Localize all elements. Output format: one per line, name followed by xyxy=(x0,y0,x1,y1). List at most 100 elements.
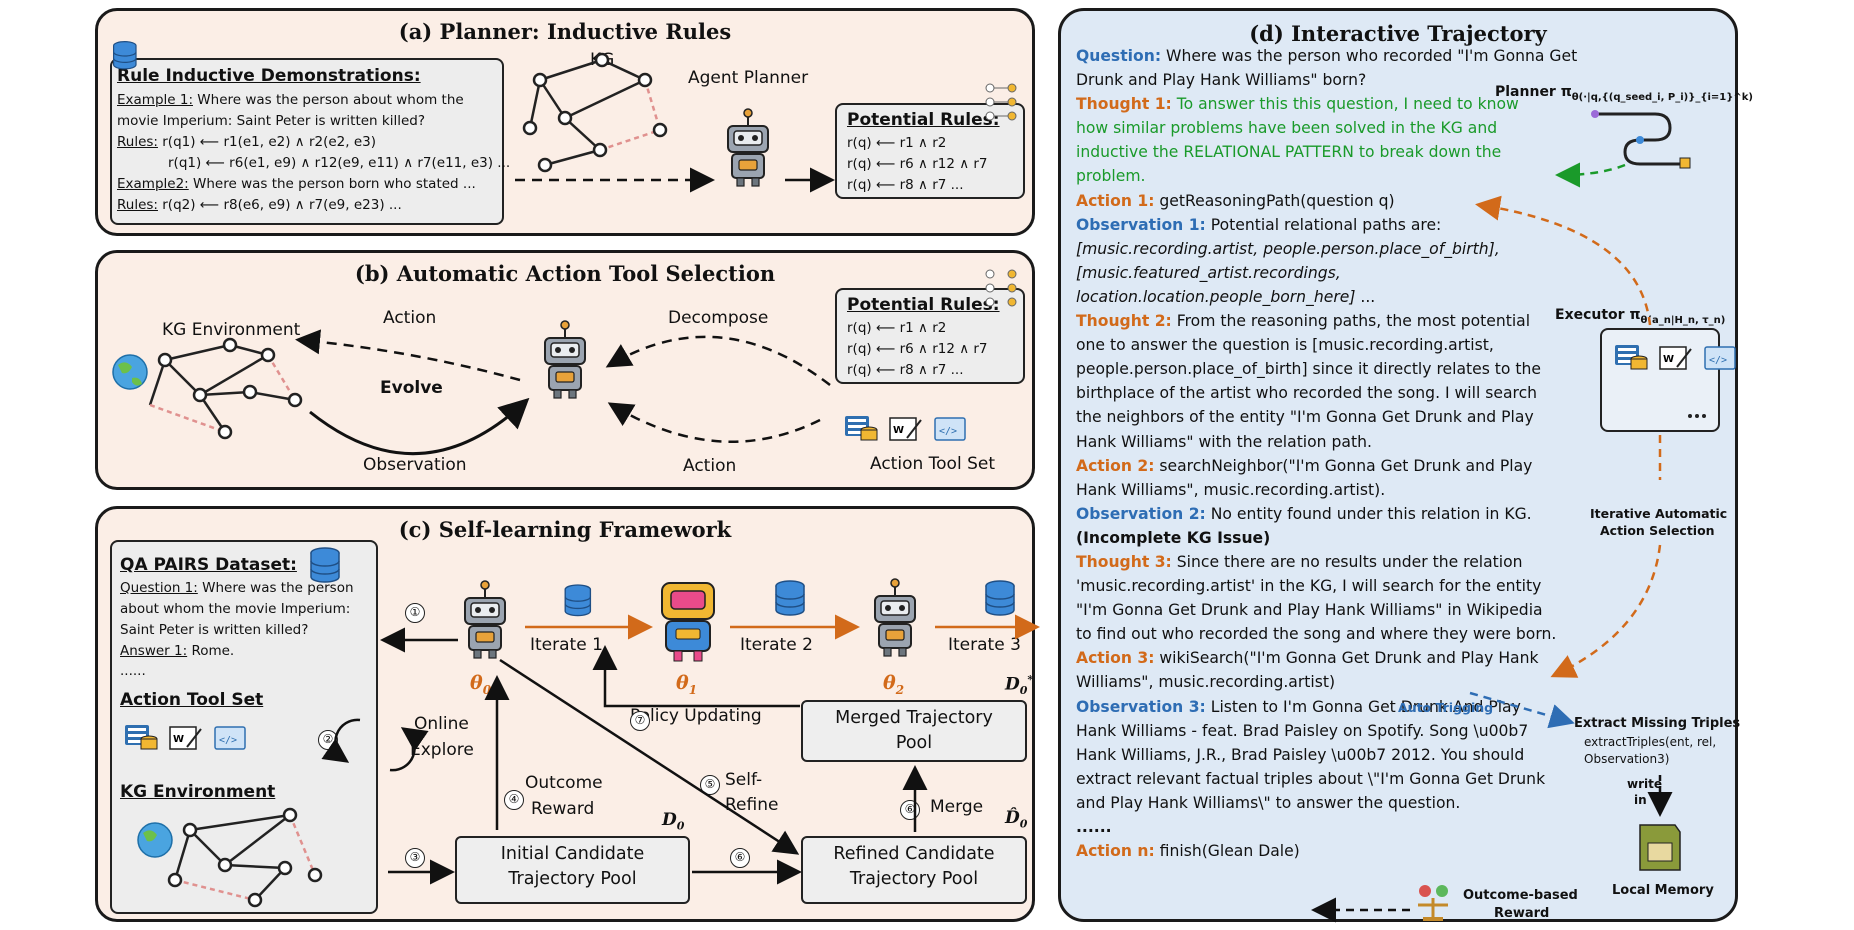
globe-icon-b xyxy=(112,354,148,390)
kg-graph-c xyxy=(173,813,317,902)
auto-trigging-label: Auto Trigging xyxy=(1398,700,1494,715)
toolset-icons-c xyxy=(124,724,246,750)
iterative-line2: Action Selection xyxy=(1600,523,1715,538)
executor-policy-formula: θ(a_n|H_n, τ_n) xyxy=(1640,314,1726,326)
more-tools-dots xyxy=(1688,414,1706,418)
observation2-label: Observation 2: xyxy=(1076,504,1206,523)
kg-environment-label: KG Environment xyxy=(162,320,301,340)
panel-a-title: (a) Planner: Inductive Rules xyxy=(398,19,732,44)
observation1-tail: ... xyxy=(1355,287,1376,306)
potential-rules-title-a: Potential Rules: xyxy=(847,110,1000,130)
explore-cycle-icon xyxy=(321,718,429,772)
action1-label: Action 1: xyxy=(1076,191,1155,210)
toolset-icons-b xyxy=(844,415,966,441)
executor-robot-icon-b xyxy=(544,320,586,399)
database-icon-iter3 xyxy=(985,580,1015,616)
merged-pool-line1: Merged Trajectory xyxy=(835,708,993,728)
planner-path-icon xyxy=(1591,110,1691,169)
action1-text: getReasoningPath(question q) xyxy=(1154,191,1395,210)
rule-demonstrations-box xyxy=(110,58,504,225)
observation3-text: Listen to I'm Gonna Get Drunk And Play H… xyxy=(1076,697,1546,812)
write-label: write xyxy=(1627,777,1662,791)
self-label: Self- xyxy=(725,770,763,790)
potential-rule-a-2: r(q) ⟵ r6 ∧ r12 ∧ r7 xyxy=(847,156,988,172)
actionn-label: Action n: xyxy=(1076,842,1155,861)
extract-missing-title: Extract Missing Triples xyxy=(1574,716,1741,731)
example2-text: Where was the person born who stated ... xyxy=(188,176,476,192)
question1-text-3: Saint Peter is written killed? xyxy=(120,622,309,638)
thought3-label: Thought 3: xyxy=(1076,552,1172,571)
theta0: θ xyxy=(470,672,483,694)
thought1-text: To answer this this question, I need to … xyxy=(1076,95,1519,186)
example2-label: Example2: xyxy=(117,176,189,192)
interactive-trajectory-panel: (d) Interactive Trajectory xyxy=(1058,8,1738,922)
iterate3-label: Iterate 3 xyxy=(948,635,1021,655)
answer1-text: Rome. xyxy=(187,643,235,659)
trajectory-text: Question: Where was the person who recor… xyxy=(1076,44,1726,863)
rules-label: Rules: xyxy=(117,134,158,150)
observation1-label: Observation 1: xyxy=(1076,215,1206,234)
potential-rules-title-b: Potential Rules: xyxy=(847,295,1000,315)
local-memory-label: Local Memory xyxy=(1612,883,1714,898)
observation1-paths: [music.recording.artist, people.person.p… xyxy=(1076,239,1500,306)
potential-rule-a-3: r(q) ⟵ r8 ∧ r7 ... xyxy=(847,177,964,193)
iterate1-label: Iterate 1 xyxy=(530,635,603,655)
database-icon-iter2 xyxy=(775,580,805,616)
panel-d-title: (d) Interactive Trajectory xyxy=(1249,21,1547,46)
potential-rule-a-1: r(q) ⟵ r1 ∧ r2 xyxy=(847,135,947,151)
observation3-label: Observation 3: xyxy=(1076,697,1206,716)
question1-text-2: about whom the movie Imperium: xyxy=(120,601,351,617)
thought2-text: From the reasoning paths, the most poten… xyxy=(1076,312,1541,451)
kg-graph-a xyxy=(528,58,662,167)
panel-b-title: (b) Automatic Action Tool Selection xyxy=(354,261,776,286)
sd-card-icon xyxy=(1639,824,1681,871)
toolset-title: Action Tool Set xyxy=(120,690,264,710)
initial-pool-line1: Initial Candidate xyxy=(500,844,645,864)
step-5-badge: ⑤ xyxy=(700,775,720,795)
workflow-icon-a xyxy=(985,83,1017,121)
observation2-text: No entity found under this relation in K… xyxy=(1205,504,1532,523)
theta2-sub: 2 xyxy=(895,682,905,697)
planner-robot-icon xyxy=(727,108,769,187)
d0-star-label: D xyxy=(1005,674,1020,695)
policy-updating-label: Policy Updating xyxy=(630,706,762,726)
outcome-label: Outcome xyxy=(525,773,603,793)
agent-planner-label: Agent Planner xyxy=(688,68,809,88)
thought1-label: Thought 1: xyxy=(1076,95,1172,114)
evolve-label: Evolve xyxy=(380,378,443,398)
question1-text: Where was the person xyxy=(197,580,354,596)
initial-pool-line2: Trajectory Pool xyxy=(508,869,637,889)
trajectory-dots: ...... xyxy=(1076,818,1112,836)
iterate2-label: Iterate 2 xyxy=(740,635,813,655)
action-tool-set-label: Action Tool Set xyxy=(870,454,995,474)
example1-text-line2: movie Imperium: Saint Peter is written k… xyxy=(117,113,426,129)
reward-scale-icon xyxy=(1418,885,1448,921)
database-icon-qa xyxy=(310,547,340,583)
database-icon-iter1 xyxy=(564,584,592,617)
reward-label: Reward xyxy=(531,799,595,819)
qa-dots: ...... xyxy=(120,663,146,679)
example1-text: Where was the person about whom the xyxy=(193,92,464,108)
d0-label: D xyxy=(662,810,677,830)
action-bottom-label: Action xyxy=(683,456,737,476)
iterative-line1: Iterative Automatic xyxy=(1590,506,1728,521)
answer1-label: Answer 1: xyxy=(120,643,188,659)
outcome-based-label: Outcome-based xyxy=(1463,888,1578,903)
planner-policy-formula: θ(·|q,{(q_seed_i, P_i)}_{i=1}^k) xyxy=(1571,91,1753,103)
refined-pool-line2: Trajectory Pool xyxy=(849,869,979,889)
merged-trajectory-pool: Merged Trajectory Pool xyxy=(801,700,1027,762)
rule2: r(q1) ⟵ r6(e1, e9) ∧ r12(e9, e11) ∧ r7(e… xyxy=(168,155,511,171)
observation1-text: Potential relational paths are: xyxy=(1205,215,1442,234)
rule1: r(q1) ⟵ r1(e1, e2) ∧ r2(e2, e3) xyxy=(157,134,376,150)
action3-label: Action 3: xyxy=(1076,649,1155,668)
step-1-badge: ① xyxy=(405,603,425,623)
action2-text: searchNeighbor("I'm Gonna Get Drunk and … xyxy=(1076,456,1533,499)
potential-rule-b-1: r(q) ⟵ r1 ∧ r2 xyxy=(847,320,947,336)
example1-label: Example 1: xyxy=(117,92,193,108)
robot-theta0-icon xyxy=(464,580,506,659)
question-label: Question: xyxy=(1076,47,1162,65)
workflow-icon-b xyxy=(985,269,1017,307)
step-3-badge: ③ xyxy=(405,848,425,868)
robot-theta1-icon xyxy=(661,582,715,662)
incomplete-kg-issue: (Incomplete KG Issue) xyxy=(1076,528,1271,547)
